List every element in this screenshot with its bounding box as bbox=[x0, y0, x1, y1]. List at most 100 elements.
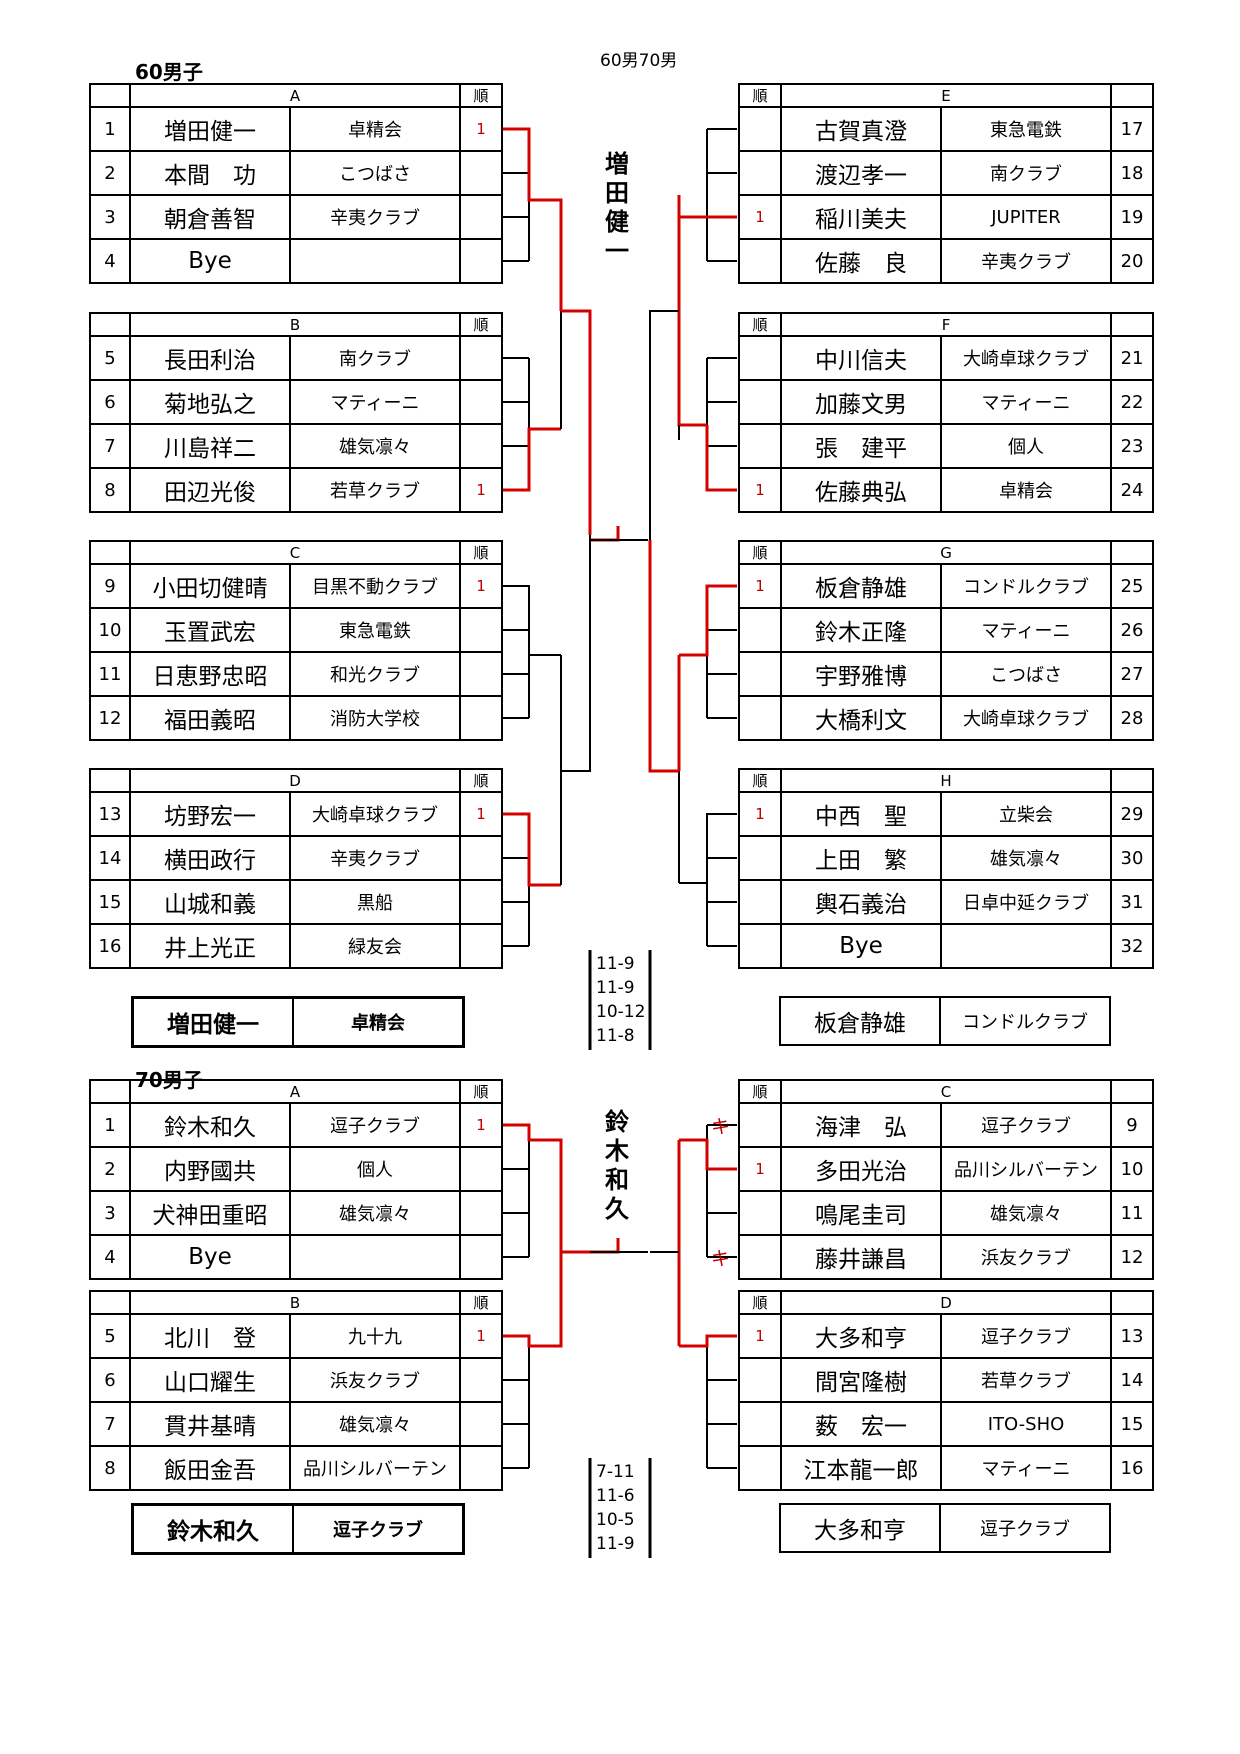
player-rank bbox=[738, 1102, 782, 1148]
player-name: 犬神田重昭 bbox=[129, 1190, 291, 1236]
player-club: 雄気凛々 bbox=[940, 835, 1112, 881]
champion-vertical-name: 鈴木和久 bbox=[605, 1108, 629, 1223]
player-club: コンドルクラブ bbox=[940, 563, 1112, 609]
player-name: 鈴木正隆 bbox=[780, 607, 942, 653]
bracket-line bbox=[679, 813, 737, 884]
header-blank bbox=[1110, 83, 1155, 108]
player-name: 鈴木和久 bbox=[129, 1102, 291, 1148]
player-club: 大崎卓球クラブ bbox=[939, 335, 1113, 381]
player-number: 1 bbox=[89, 1102, 131, 1148]
player-club: 若草クラブ bbox=[940, 1357, 1112, 1403]
player-club: 個人 bbox=[939, 423, 1113, 469]
player-club: マティーニ bbox=[940, 1445, 1112, 1491]
header-blank bbox=[1110, 768, 1154, 793]
rank-header: 順 bbox=[459, 83, 504, 108]
player-name: 板倉静雄 bbox=[780, 563, 942, 609]
player-name: 山口耀生 bbox=[129, 1357, 291, 1403]
winner-path-line bbox=[501, 1252, 563, 1348]
player-rank bbox=[459, 194, 504, 240]
player-rank bbox=[459, 1146, 504, 1192]
winner-path-line bbox=[501, 1123, 563, 1252]
player-name: 朝倉善智 bbox=[129, 194, 291, 240]
header-blank bbox=[89, 1079, 131, 1104]
runner-up-box: 大多和亨逗子クラブ bbox=[779, 1503, 1111, 1553]
player-club: 九十九 bbox=[288, 1313, 462, 1359]
player-club: 立柴会 bbox=[940, 791, 1112, 837]
player-club: 卓精会 bbox=[939, 467, 1113, 513]
player-rank bbox=[738, 835, 782, 881]
player-rank bbox=[459, 1445, 504, 1491]
result-club: 逗子クラブ bbox=[333, 1520, 423, 1541]
player-rank bbox=[459, 423, 504, 469]
runner-up-box: 板倉静雄コンドルクラブ bbox=[779, 996, 1111, 1046]
player-name: 玉置武宏 bbox=[129, 607, 291, 653]
winner-path-line bbox=[501, 812, 561, 887]
player-number: 6 bbox=[89, 379, 131, 425]
rank-header: 順 bbox=[459, 312, 504, 337]
player-rank bbox=[459, 695, 504, 741]
player-club: 逗子クラブ bbox=[288, 1102, 462, 1148]
player-number: 4 bbox=[89, 238, 131, 284]
player-club: 大崎卓球クラブ bbox=[289, 791, 461, 837]
player-rank bbox=[738, 1234, 782, 1280]
player-name: 大橋利文 bbox=[780, 695, 942, 741]
result-name: 鈴木和久 bbox=[132, 1504, 294, 1554]
player-club: マティーニ bbox=[939, 379, 1113, 425]
player-name: 本間 功 bbox=[129, 150, 291, 196]
header-blank bbox=[89, 312, 131, 337]
player-number: 22 bbox=[1110, 379, 1155, 425]
player-name: 輿石義治 bbox=[780, 879, 942, 925]
player-number: 29 bbox=[1110, 791, 1154, 837]
winner-path-line bbox=[590, 1238, 620, 1254]
header-blank bbox=[1110, 312, 1155, 337]
rank-header: 順 bbox=[738, 768, 782, 793]
player-club: こつばさ bbox=[288, 150, 462, 196]
group-label: C bbox=[128, 540, 462, 565]
player-number: 16 bbox=[89, 923, 131, 969]
result-club: コンドルクラブ bbox=[962, 1012, 1088, 1033]
game-score: 11-9 bbox=[596, 954, 635, 974]
player-name: 中川信夫 bbox=[780, 335, 942, 381]
player-club: 辛夷クラブ bbox=[289, 835, 461, 881]
rank-header: 順 bbox=[459, 540, 504, 565]
player-club: 個人 bbox=[288, 1146, 462, 1192]
player-name: 宇野雅博 bbox=[780, 651, 942, 697]
player-number: 9 bbox=[1110, 1102, 1155, 1148]
player-number: 13 bbox=[1110, 1313, 1154, 1359]
player-club: 辛夷クラブ bbox=[939, 238, 1113, 284]
player-club: 黒船 bbox=[289, 879, 461, 925]
game-score: 7-11 bbox=[596, 1462, 635, 1482]
player-number: 23 bbox=[1110, 423, 1155, 469]
player-name: 中西 聖 bbox=[780, 791, 942, 837]
player-name: 菊地弘之 bbox=[129, 379, 291, 425]
player-number: 5 bbox=[89, 335, 131, 381]
champion-vertical-name: 増田健一 bbox=[605, 150, 629, 265]
game-score: 11-6 bbox=[596, 1486, 635, 1506]
player-number: 15 bbox=[1110, 1401, 1154, 1447]
player-club: 若草クラブ bbox=[288, 467, 462, 513]
rank-header: 順 bbox=[459, 1079, 504, 1104]
player-rank bbox=[738, 923, 782, 969]
player-name: 飯田金吾 bbox=[129, 1445, 291, 1491]
winner-path-line bbox=[679, 1334, 737, 1348]
player-number: 11 bbox=[1110, 1190, 1155, 1236]
winner-path-line bbox=[648, 540, 679, 773]
player-number: 32 bbox=[1110, 923, 1154, 969]
